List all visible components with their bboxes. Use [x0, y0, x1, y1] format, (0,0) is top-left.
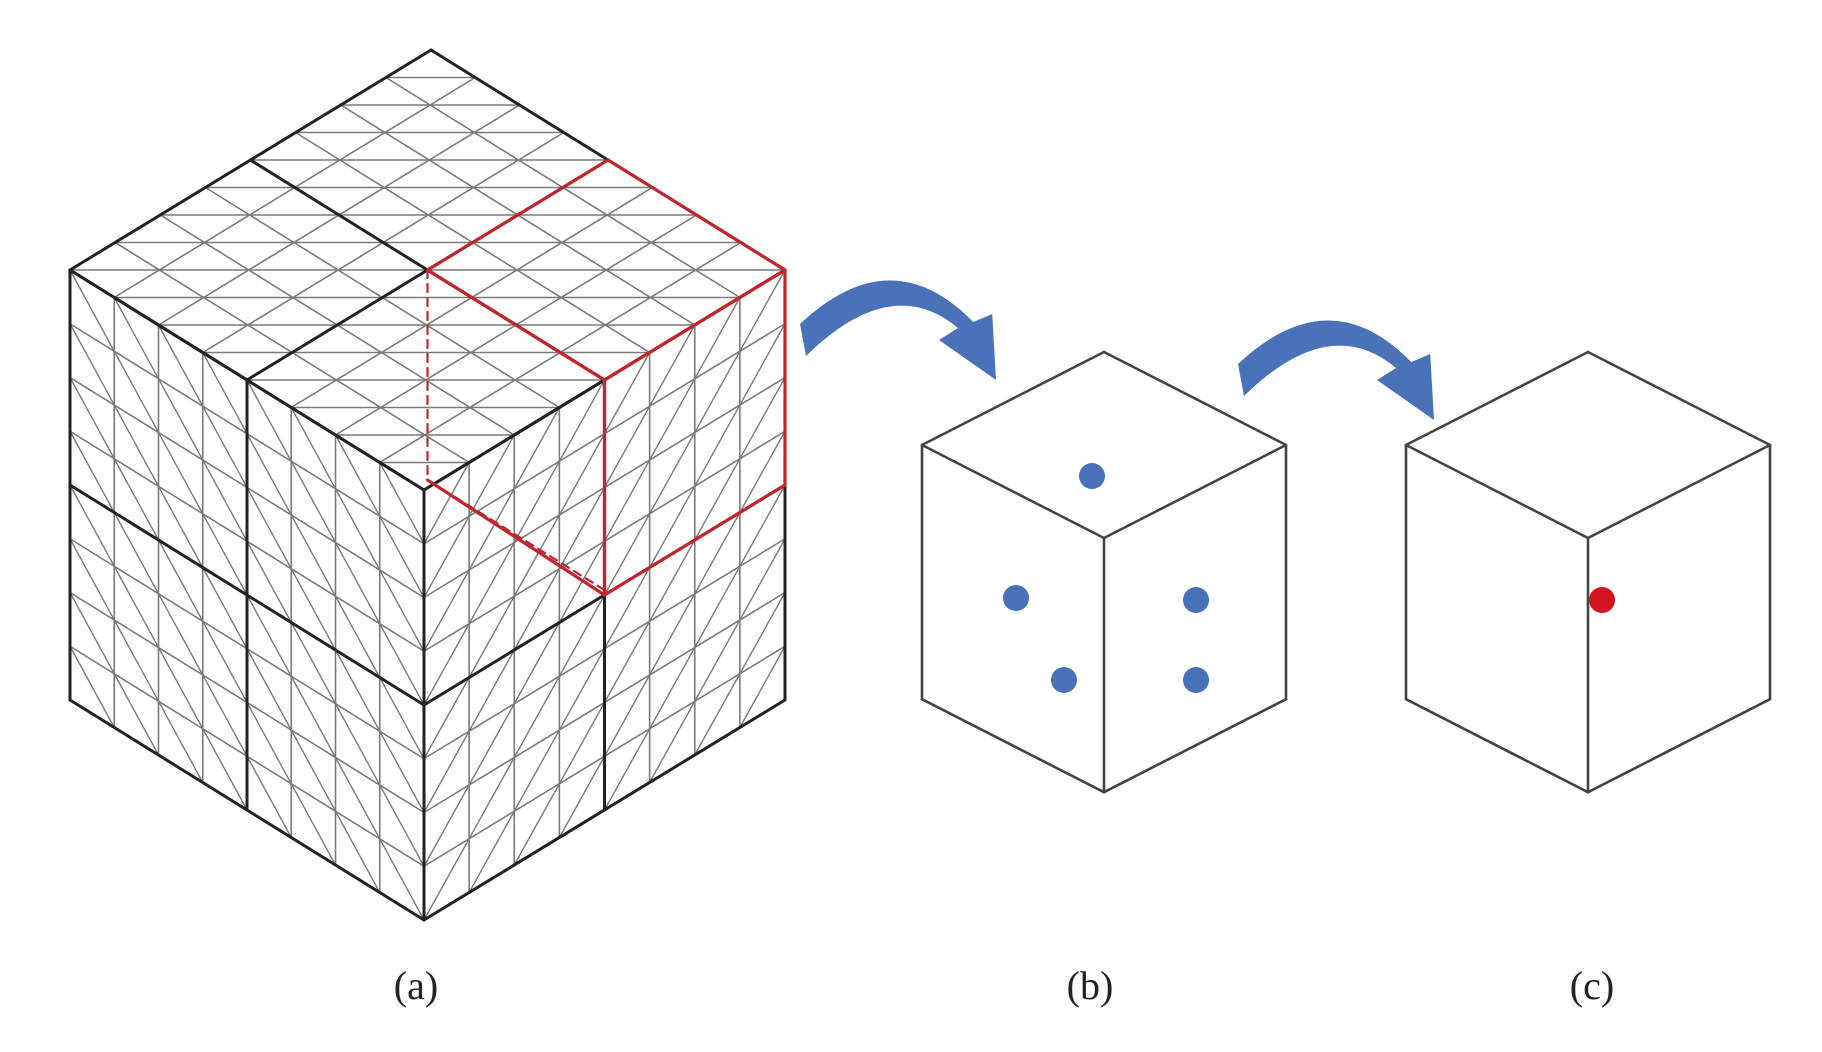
grid-diagonal — [423, 406, 561, 652]
block-line — [68, 698, 426, 922]
panel-label-a: (a) — [393, 963, 439, 1008]
cube-edge — [1404, 697, 1590, 794]
grid-diagonal — [334, 434, 425, 599]
grid-diagonal — [290, 406, 425, 652]
highlight-edge — [425, 478, 607, 597]
grid-diagonal — [423, 324, 696, 814]
point-marker — [1183, 667, 1209, 693]
highlighted-block — [425, 158, 787, 597]
panel-label-b: (b) — [1066, 963, 1114, 1008]
grid-diagonal — [694, 591, 786, 756]
grid-diagonal — [513, 376, 786, 866]
highlight-edge — [607, 159, 786, 271]
block-line — [68, 483, 426, 707]
grid-diagonal — [69, 484, 248, 811]
highlight-edge — [602, 483, 787, 597]
grid-diagonal — [69, 538, 204, 784]
highlight-edge — [602, 268, 787, 382]
grid-diagonal — [69, 430, 292, 839]
cube-b-outline — [920, 350, 1288, 794]
point-marker — [1051, 667, 1077, 693]
block-outlines — [68, 48, 787, 922]
cube-edge — [1102, 443, 1288, 540]
grid-diagonal — [423, 434, 515, 599]
grid-diagonal — [423, 461, 470, 545]
grid-diagonal — [69, 323, 381, 894]
grid-diagonal — [468, 323, 786, 894]
panel-a-voxel-grid — [68, 48, 787, 922]
grid-diagonal — [558, 430, 786, 839]
grid-diagonal — [648, 538, 786, 784]
cube-edge — [1586, 697, 1772, 794]
cube-edge — [1586, 443, 1772, 540]
cube-c-center-point — [1589, 587, 1615, 613]
cube-edge — [1404, 350, 1590, 447]
cube-edge — [920, 697, 1106, 794]
grid-diagonal — [69, 645, 115, 729]
grid-diagonal — [113, 296, 425, 867]
grid-diagonal — [202, 351, 425, 760]
curved-arrow-icon — [1238, 320, 1434, 420]
cube-edge — [1102, 350, 1288, 447]
point-marker — [1003, 585, 1029, 611]
cube-edge — [920, 350, 1106, 447]
grid-diagonal — [423, 351, 651, 760]
point-marker — [1079, 463, 1105, 489]
cube-edge — [1102, 697, 1288, 794]
cube-edge — [1586, 350, 1772, 447]
grid-diagonal — [69, 376, 337, 866]
highlight-edge — [425, 158, 610, 272]
grid-diagonal — [379, 461, 425, 545]
cube-c-outline — [1404, 350, 1772, 794]
cube-edge — [1404, 443, 1590, 540]
highlight-edge — [425, 268, 607, 382]
cube-edge — [920, 443, 1106, 540]
block-line — [422, 698, 787, 922]
block-line — [68, 48, 433, 272]
center-point-marker — [1589, 587, 1615, 613]
panel-b-cube-with-points — [920, 350, 1288, 794]
grid-diagonal — [739, 645, 786, 729]
grid-diagonal — [157, 324, 425, 814]
cube-b-points — [1003, 463, 1209, 693]
panel-c-cube-with-center — [1404, 350, 1772, 794]
panel-label-c: (c) — [1569, 963, 1615, 1008]
grid-diagonal — [69, 591, 160, 756]
point-marker — [1183, 587, 1209, 613]
grid-diagonal — [603, 484, 786, 811]
grid-diagonal — [246, 379, 425, 706]
curved-arrow-icon — [800, 280, 996, 380]
grid-diagonal — [423, 379, 606, 706]
